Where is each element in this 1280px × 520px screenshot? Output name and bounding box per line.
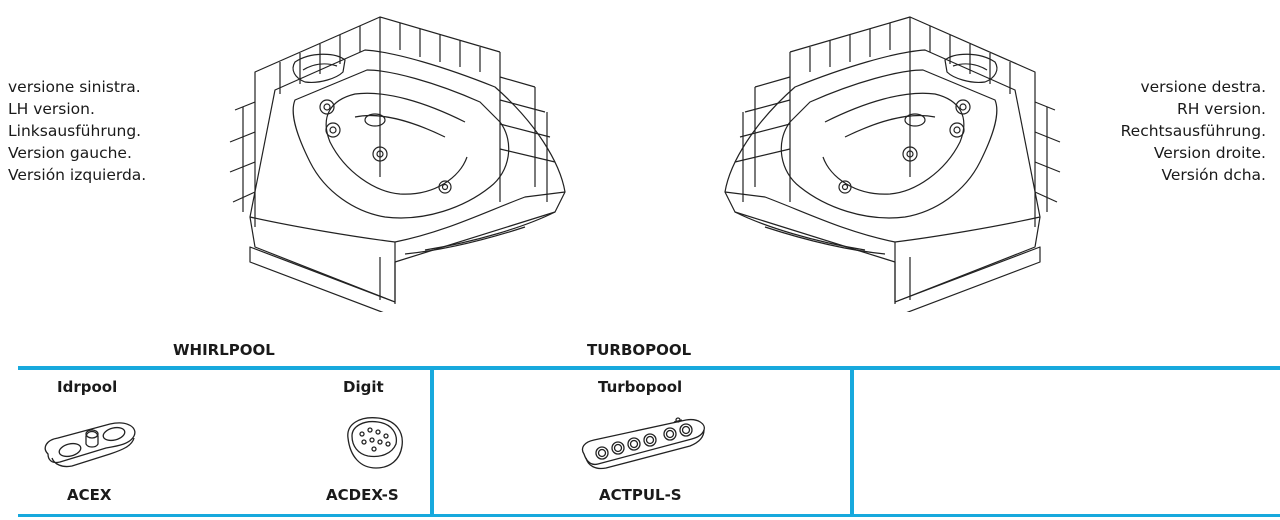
table-column-divider-2 <box>850 366 854 516</box>
left-version-label-de: Linksausführung. <box>8 122 142 140</box>
right-version-label-en: RH version. <box>1176 100 1266 118</box>
product-code-actpul-s: ACTPUL-S <box>599 486 682 504</box>
section-title-turbopool: TURBOPOOL <box>587 341 692 359</box>
right-version-label-es: Versión dcha. <box>1161 166 1266 184</box>
section-title-whirlpool: WHIRLPOOL <box>173 341 275 359</box>
table-column-divider-1 <box>430 366 434 516</box>
table-top-border <box>18 366 1280 370</box>
table-bottom-border <box>18 514 1280 517</box>
product-name-digit: Digit <box>343 378 384 396</box>
left-version-label-es: Versión izquierda. <box>8 166 147 184</box>
product-code-acex: ACEX <box>67 486 112 504</box>
right-version-label-de: Rechtsausführung. <box>1120 122 1266 140</box>
product-name-idrpool: Idrpool <box>57 378 118 396</box>
left-version-label-fr: Version gauche. <box>8 144 132 162</box>
digit-remote-icon <box>347 417 403 469</box>
right-version-labels: versione destra. RH version. Rechtsausfü… <box>1121 76 1266 186</box>
bathtub-left-illustration <box>229 16 566 312</box>
idrpool-remote-icon <box>44 422 136 468</box>
product-code-acdex-s: ACDEX-S <box>326 486 399 504</box>
right-version-label-it: versione destra. <box>1140 78 1266 96</box>
turbopool-remote-icon <box>581 417 705 470</box>
bathtub-right-illustration <box>724 16 1061 312</box>
left-version-labels: versione sinistra. LH version. Linksausf… <box>8 76 146 186</box>
product-name-turbopool: Turbopool <box>598 378 683 396</box>
left-version-label-en: LH version. <box>8 100 95 118</box>
right-version-label-fr: Version droite. <box>1153 144 1266 162</box>
left-version-label-it: versione sinistra. <box>8 78 141 96</box>
